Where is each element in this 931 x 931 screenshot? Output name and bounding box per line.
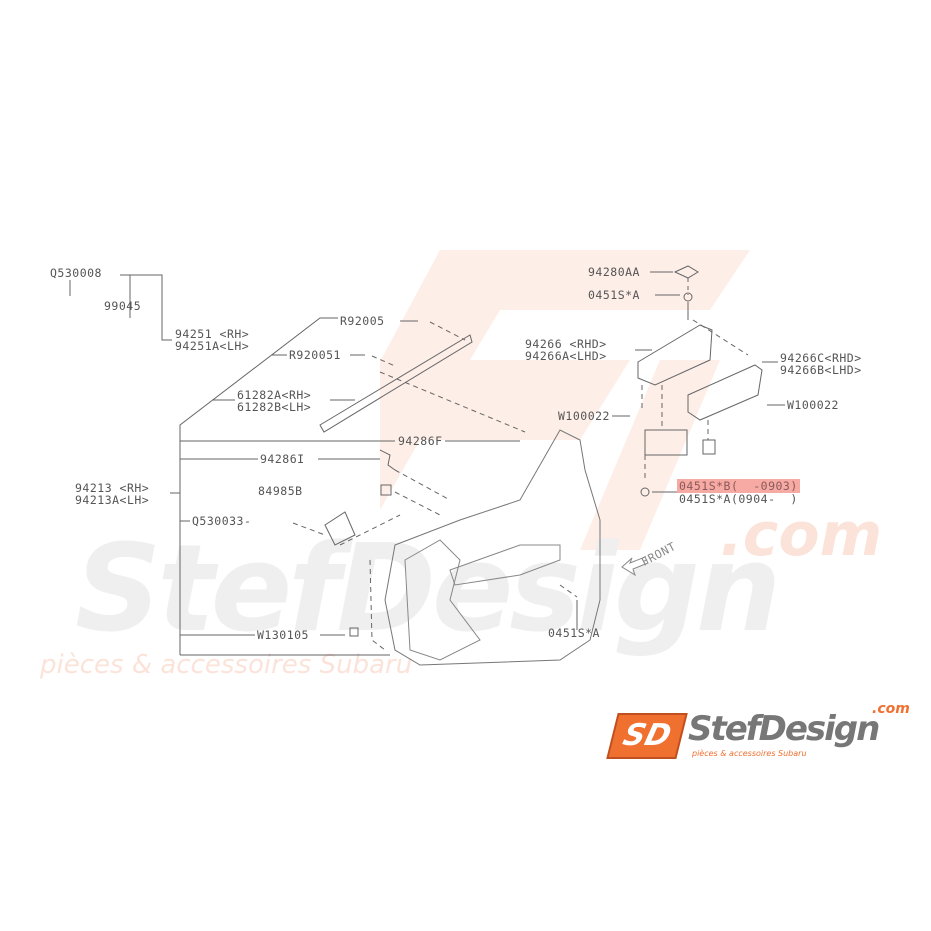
label-94251-rh: 94251 <RH>	[175, 327, 250, 341]
label-94266c-rhd: 94266C<RHD>	[780, 351, 862, 365]
watermark-brand: StefDesign	[75, 520, 781, 659]
watermark-domain: .com	[720, 500, 883, 570]
label-94266a-lhd: 94266A<LHD>	[525, 349, 607, 363]
label-0451s-a-bottom: 0451S*A	[548, 626, 600, 640]
label-94213a-lh: 94213A<LH>	[75, 493, 150, 507]
label-94286i: 94286I	[260, 452, 305, 466]
label-w100022-left: W100022	[558, 409, 610, 423]
logo-mark-text: SD	[619, 718, 675, 753]
label-94280aa: 94280AA	[588, 265, 640, 279]
label-94213-rh: 94213 <RH>	[75, 481, 150, 495]
label-94266-rhd: 94266 <RHD>	[525, 337, 607, 351]
label-r920051: R920051	[289, 348, 341, 362]
stefdesign-logo: SD StefDesign .com pièces & accessoires …	[606, 701, 922, 765]
label-0451s-a-top: 0451S*A	[588, 288, 640, 302]
label-w100022-right: W100022	[787, 398, 839, 412]
sd-mark-icon: SD	[606, 713, 688, 759]
label-r92005: R92005	[340, 314, 385, 328]
label-94286f: 94286F	[398, 434, 443, 448]
label-94251a-lh: 94251A<LH>	[175, 339, 250, 353]
logo-tagline: pièces & accessoires Subaru	[692, 749, 807, 758]
label-94266b-lhd: 94266B<LHD>	[780, 363, 862, 377]
label-q530008: Q530008	[50, 266, 102, 280]
label-61282a-rh: 61282A<RH>	[237, 388, 312, 402]
label-0451s-a-range: 0451S*A(0904- )	[679, 492, 798, 506]
label-84985b: 84985B	[258, 484, 303, 498]
label-61282b-lh: 61282B<LH>	[237, 400, 312, 414]
label-99045: 99045	[104, 299, 142, 313]
label-w130105: W130105	[257, 628, 309, 642]
label-q530033: Q530033-	[192, 514, 252, 528]
logo-domain: .com	[872, 701, 910, 717]
logo-brand: StefDesign	[688, 709, 880, 749]
label-0451s-b-range-highlighted: 0451S*B( -0903)	[677, 479, 800, 493]
